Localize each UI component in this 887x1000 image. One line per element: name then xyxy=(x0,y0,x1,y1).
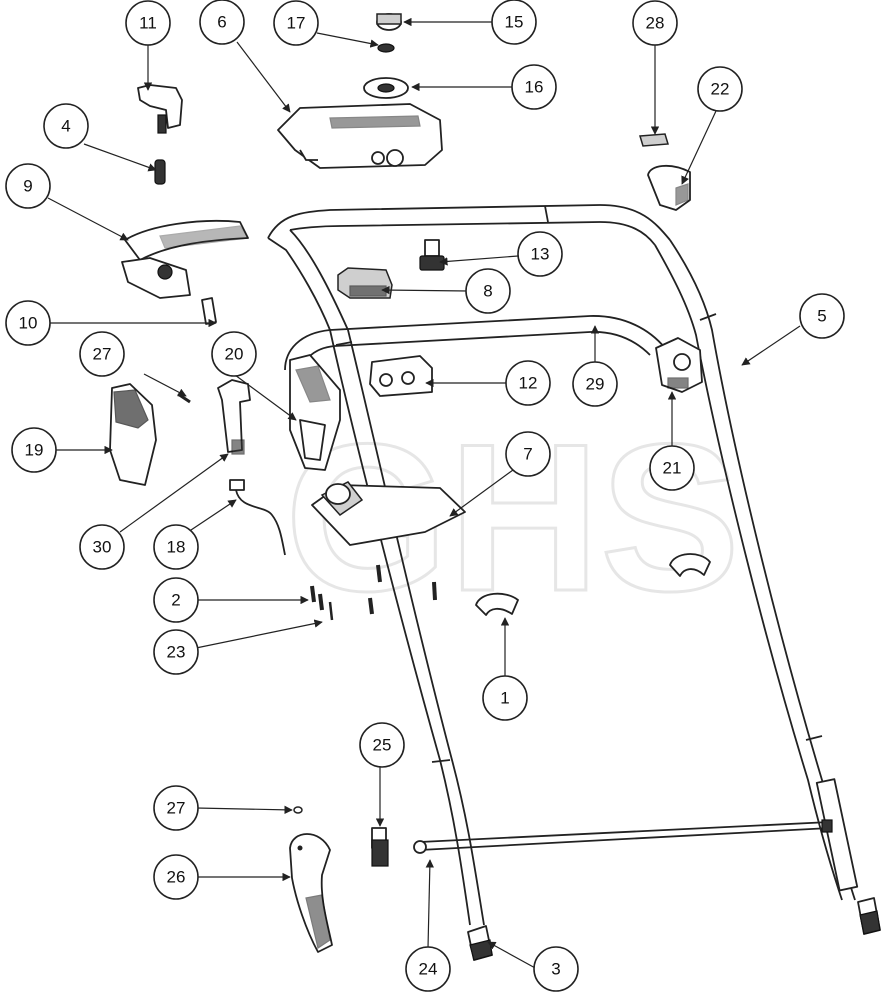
cover-19 xyxy=(109,383,157,486)
clip-1 xyxy=(475,592,519,616)
svg-text:22: 22 xyxy=(711,80,730,99)
washer-17 xyxy=(377,43,395,53)
callout-22: 22 xyxy=(697,66,743,112)
svg-text:19: 19 xyxy=(25,441,44,460)
sleeve-22 xyxy=(647,165,691,211)
svg-text:3: 3 xyxy=(551,960,560,979)
callout-23: 23 xyxy=(153,629,199,675)
callout-17: 17 xyxy=(273,0,319,46)
callout-20: 20 xyxy=(211,331,257,377)
svg-text:26: 26 xyxy=(167,868,186,887)
callout-12: 12 xyxy=(505,360,551,406)
clamp-21 xyxy=(655,337,703,393)
svg-text:1: 1 xyxy=(500,689,509,708)
svg-text:27: 27 xyxy=(167,799,186,818)
callout-16: 16 xyxy=(511,64,557,110)
callout-8: 8 xyxy=(465,268,511,314)
svg-text:12: 12 xyxy=(519,374,538,393)
svg-text:2: 2 xyxy=(171,591,180,610)
clip-10 xyxy=(201,297,217,325)
svg-text:18: 18 xyxy=(167,538,186,557)
svg-text:20: 20 xyxy=(225,345,244,364)
cable-guide-12 xyxy=(369,355,433,397)
callout-21: 21 xyxy=(649,445,695,491)
svg-text:10: 10 xyxy=(19,314,38,333)
svg-text:16: 16 xyxy=(525,78,544,97)
callout-10: 10 xyxy=(5,300,51,346)
wire-18 xyxy=(229,479,286,556)
svg-text:13: 13 xyxy=(531,245,550,264)
tab-28 xyxy=(639,133,669,147)
svg-text:30: 30 xyxy=(93,538,112,557)
clip-1-right xyxy=(669,553,711,577)
callout-19: 19 xyxy=(11,427,57,473)
svg-text:23: 23 xyxy=(167,643,186,662)
callout-1: 1 xyxy=(482,675,528,721)
callout-27-upper: 27 xyxy=(79,331,125,377)
knob-15 xyxy=(376,13,402,31)
pin-27-lower xyxy=(293,806,303,814)
part-25 xyxy=(371,827,389,867)
callout-26: 26 xyxy=(153,854,199,900)
control-housing xyxy=(277,103,443,169)
callout-24: 24 xyxy=(405,946,451,992)
svg-text:21: 21 xyxy=(663,459,682,478)
callout-15: 15 xyxy=(491,0,537,45)
callout-30: 30 xyxy=(79,524,125,570)
svg-text:7: 7 xyxy=(523,445,532,464)
svg-text:24: 24 xyxy=(419,960,438,979)
callout-27-lower: 27 xyxy=(153,785,199,831)
lever-9 xyxy=(121,219,250,299)
callout-13: 13 xyxy=(517,231,563,277)
svg-text:17: 17 xyxy=(287,14,306,33)
bracket-11 xyxy=(137,84,183,134)
svg-text:28: 28 xyxy=(646,14,665,33)
screw-23 xyxy=(328,601,334,621)
plate-16 xyxy=(363,77,409,99)
base-plate-7 xyxy=(311,481,466,546)
callout-18: 18 xyxy=(153,524,199,570)
callout-2: 2 xyxy=(153,577,199,623)
svg-text:4: 4 xyxy=(61,117,70,136)
svg-text:29: 29 xyxy=(586,375,605,394)
switch-8 xyxy=(337,267,393,299)
callout-6: 6 xyxy=(199,0,245,45)
svg-text:8: 8 xyxy=(483,282,492,301)
callout-11: 11 xyxy=(125,0,171,46)
grip-26 xyxy=(289,833,333,953)
svg-text:5: 5 xyxy=(817,307,826,326)
callout-29: 29 xyxy=(572,361,618,407)
callout-25: 25 xyxy=(359,722,405,768)
callout-7: 7 xyxy=(505,431,551,477)
callout-5: 5 xyxy=(799,293,845,339)
callouts: 1 2 3 4 5 6 7 8 9 10 11 12 13 15 16 17 1… xyxy=(5,0,845,992)
spring-4 xyxy=(154,159,166,185)
callout-4: 4 xyxy=(43,103,89,149)
handle-frame xyxy=(267,204,881,961)
latch-30 xyxy=(217,379,251,455)
leader-lines xyxy=(47,17,801,970)
svg-text:27: 27 xyxy=(93,345,112,364)
svg-text:9: 9 xyxy=(23,177,32,196)
housing-20 xyxy=(289,354,341,471)
callout-28: 28 xyxy=(632,0,678,46)
callout-3: 3 xyxy=(533,946,579,992)
svg-text:15: 15 xyxy=(505,13,524,32)
callout-9: 9 xyxy=(5,163,51,209)
svg-text:25: 25 xyxy=(373,736,392,755)
svg-text:11: 11 xyxy=(139,14,157,33)
svg-text:6: 6 xyxy=(217,13,226,32)
screws-2 xyxy=(310,564,437,615)
bolt-13 xyxy=(419,239,445,271)
